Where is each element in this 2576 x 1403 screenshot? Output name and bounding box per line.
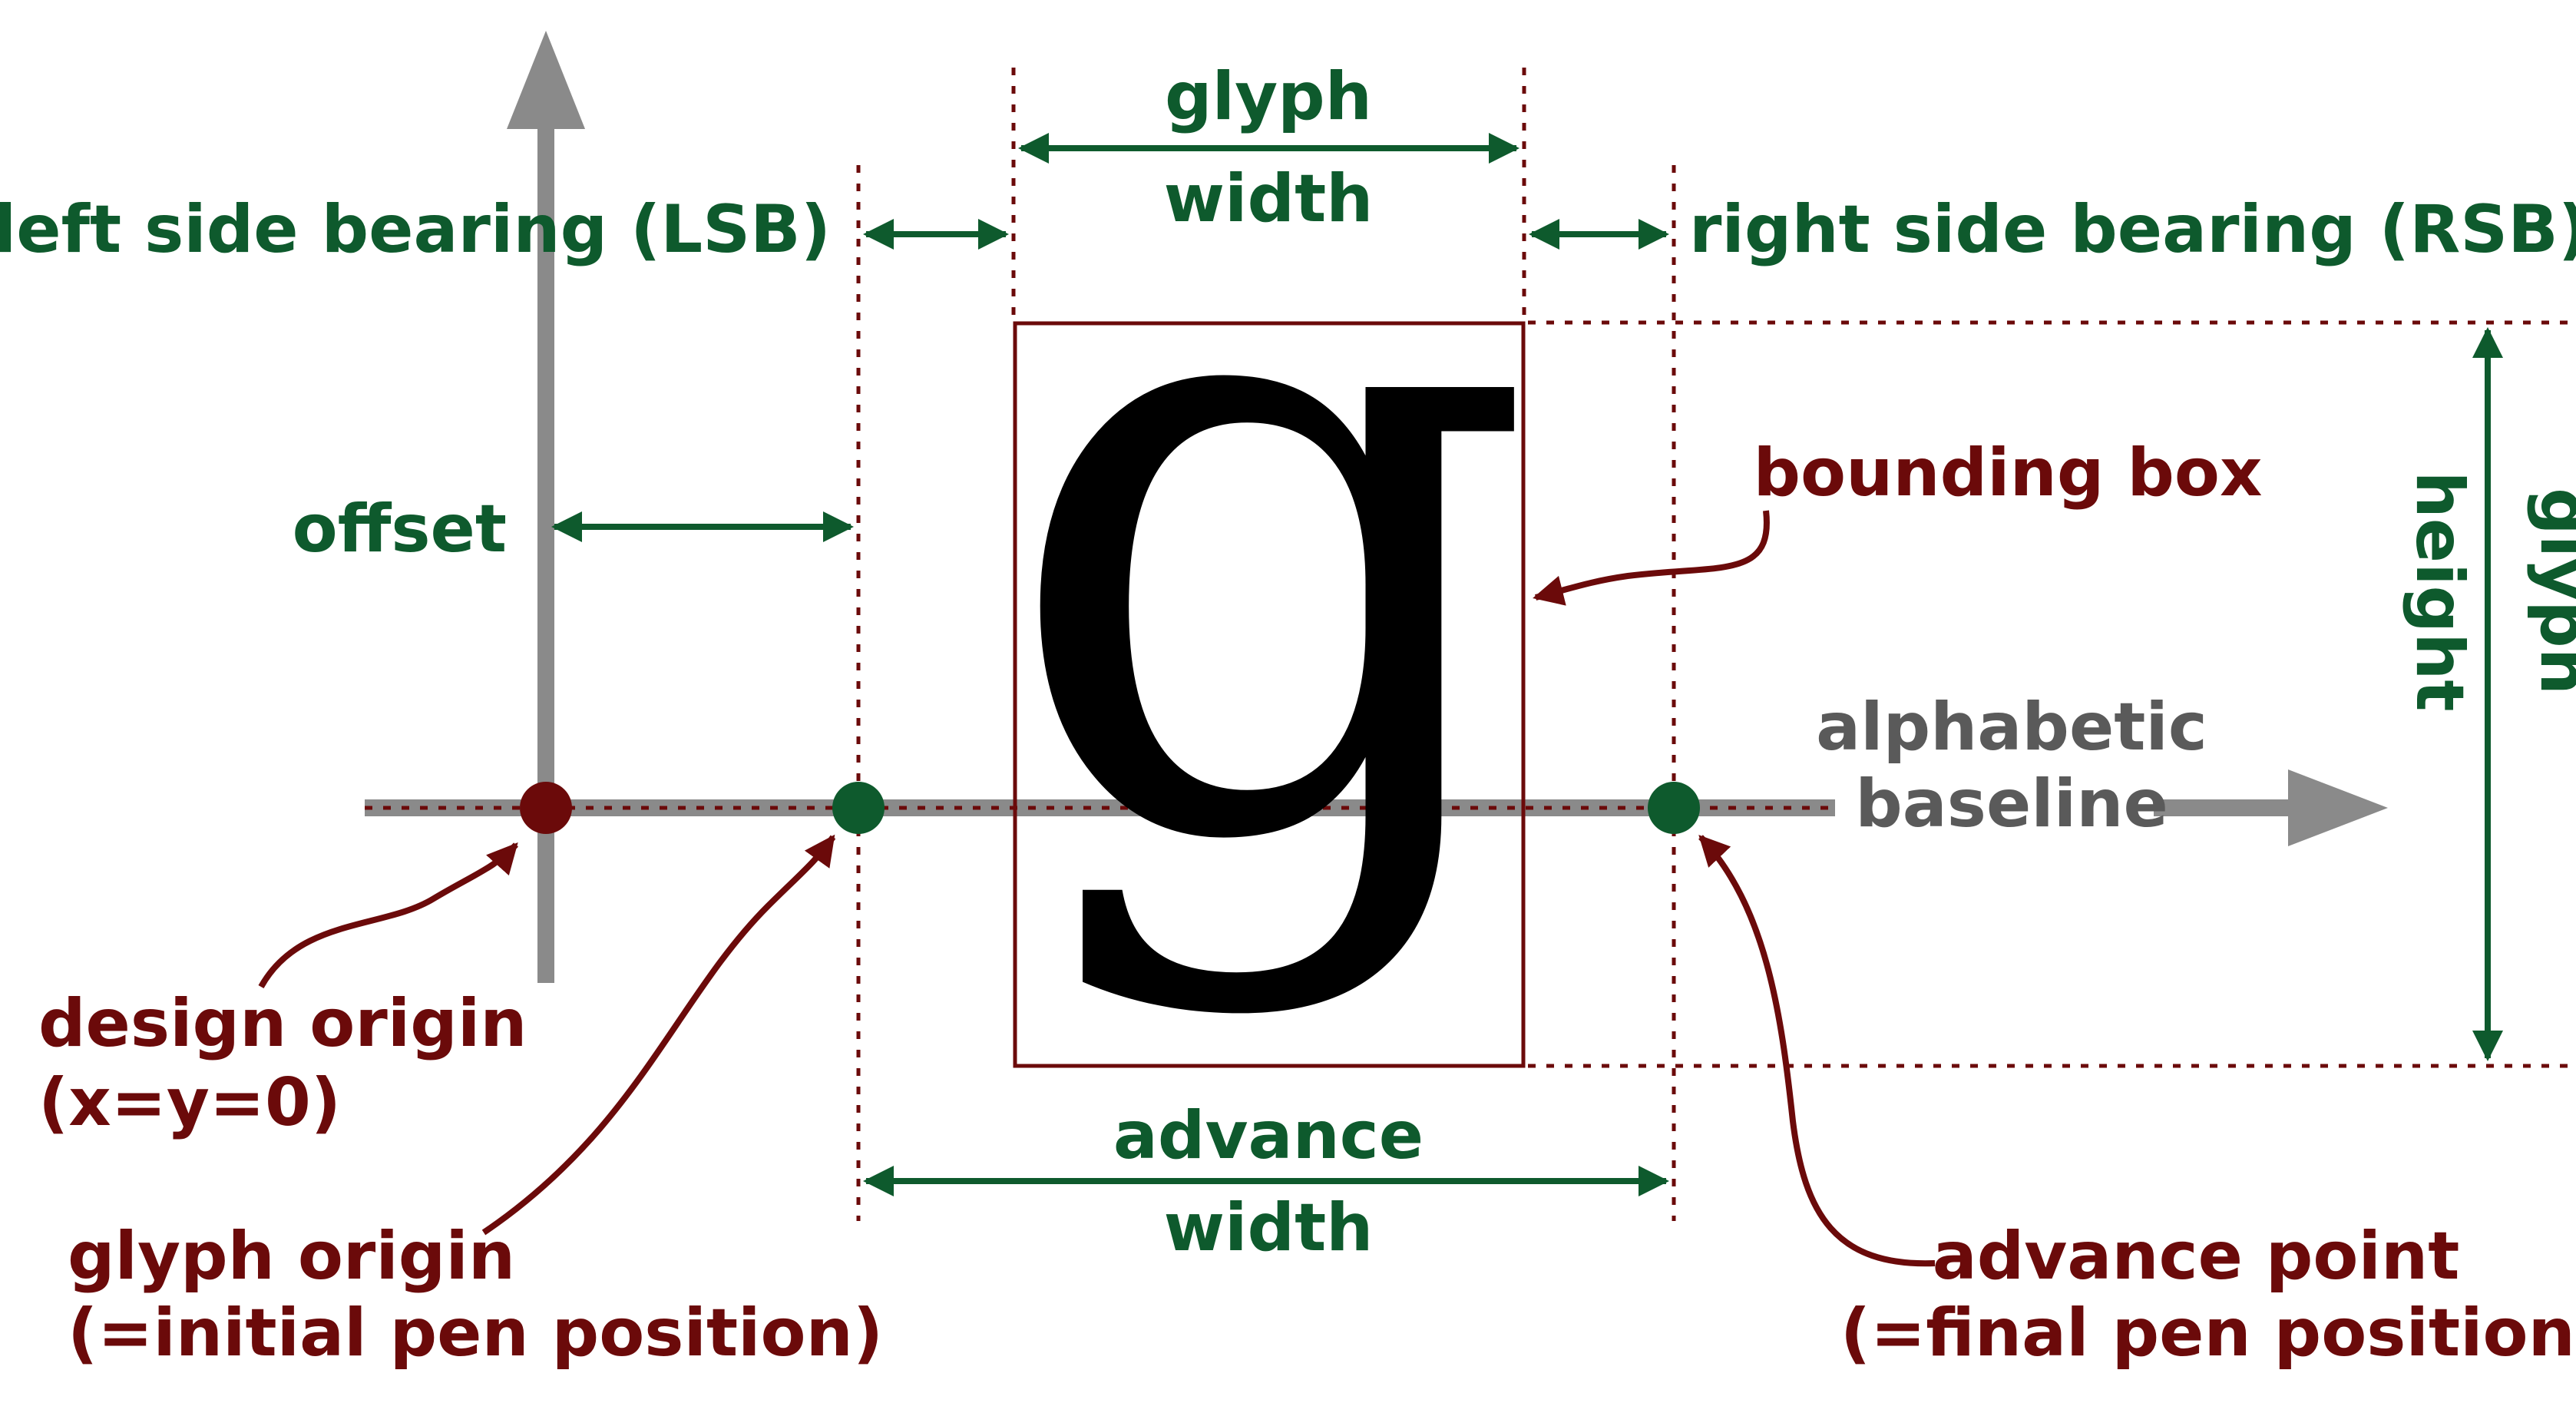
glyph-width-label-line1: glyph: [1165, 58, 1372, 135]
glyph-height-label-line2: height: [2401, 472, 2478, 712]
baseline-label-line2: baseline: [1855, 766, 2168, 842]
glyph-height-label-line1: glyph: [2525, 488, 2576, 695]
bounding-box: [1013, 321, 1526, 1068]
advance-point-callout-arrow: [1698, 835, 1936, 1267]
advance-width-label-line2: width: [1164, 1190, 1374, 1266]
glyph-origin-point: [832, 782, 885, 834]
design-origin-label-line2: (x=y=0): [38, 1064, 341, 1141]
glyph-origin-label-line2: (=initial pen position): [68, 1295, 883, 1372]
advance-point: [1648, 782, 1700, 834]
design-origin-point: [520, 782, 572, 834]
bounding-box-label: bounding box: [1754, 435, 2263, 511]
offset-label: offset: [293, 491, 507, 567]
advance-point-label-line2: (=final pen position): [1840, 1295, 2576, 1372]
lsb-label: left side bearing (LSB): [0, 191, 831, 268]
bounding-box-callout-arrow: [1533, 510, 1770, 606]
sample-glyph: g: [998, 42, 1539, 1025]
baseline-label-line1: alphabetic: [1816, 689, 2207, 766]
design-origin-callout-arrow: [258, 842, 518, 988]
y-axis-arrowhead: [507, 31, 585, 129]
baseline-arrowhead: [2288, 769, 2388, 846]
glyph-origin-label-line1: glyph origin: [68, 1218, 515, 1295]
y-axis: [507, 31, 585, 983]
design-origin-label-line1: design origin: [38, 985, 527, 1062]
glyph-group: g: [998, 42, 1539, 1068]
glyph-width-label-line2: width: [1164, 160, 1374, 237]
rsb-label: right side bearing (RSB): [1689, 191, 2576, 268]
advance-width-label-line1: advance: [1113, 1097, 1424, 1174]
glyph-origin-callout-arrow: [481, 834, 836, 1236]
guide-lines: [365, 68, 2576, 1221]
advance-point-label-line1: advance point: [1933, 1218, 2460, 1295]
